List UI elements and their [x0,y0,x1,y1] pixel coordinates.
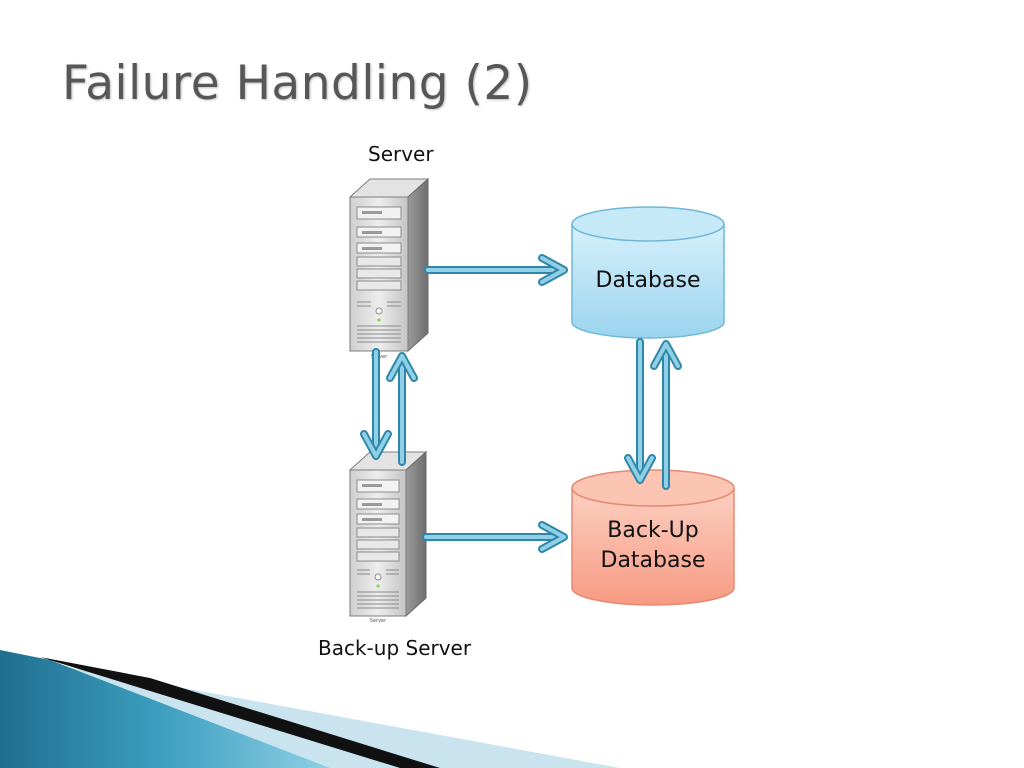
arrow-server-to-database [424,254,568,286]
database-cylinder [571,206,725,339]
swoosh-blue-band [0,650,330,768]
arrows [360,254,682,553]
arrow-backup-database-to-database [650,340,682,490]
arrow-backup-server-to-backup-database [422,521,568,553]
backup-database-label: Back-Up Database [600,518,706,573]
arrow-server-to-backup-server [360,348,392,460]
backup-database-cylinder [571,469,735,606]
database-label: Database [595,268,701,293]
slide-title: Failure Handling (2) [62,56,533,111]
server-tower: Server [348,177,430,360]
server-label: Server [368,142,434,166]
backup-server-tower: Server [348,450,428,624]
backup-server-label: Back-up Server [318,636,472,660]
arrow-database-to-backup-database [624,338,656,484]
arrow-backup-server-to-server [386,352,418,466]
swoosh-dark-line [40,657,440,768]
backup-server-tag: Server [370,618,387,624]
